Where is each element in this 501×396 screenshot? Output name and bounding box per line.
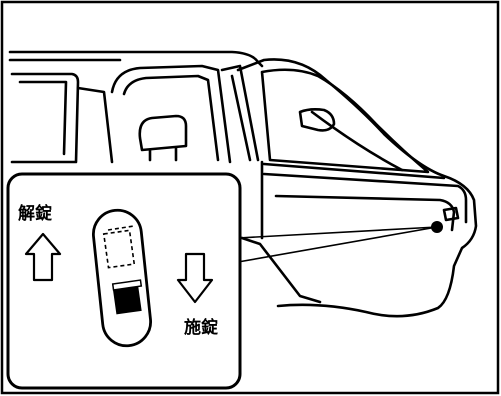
unlock-label: 解錠 [18, 203, 52, 224]
switch-ghost-position [102, 229, 136, 269]
door-trim-line [310, 110, 404, 172]
rear-door-window-frame [110, 64, 232, 164]
switch-slot [92, 208, 152, 348]
c-pillar [76, 86, 114, 164]
switch-ghost-edge [107, 225, 135, 231]
child-lock-switch-icon [92, 208, 152, 348]
callout-line-top [237, 226, 438, 239]
rear-window-inner [18, 80, 68, 156]
b-pillar-inner [230, 74, 252, 162]
car-rear-body [240, 236, 322, 304]
door-bottom-edge [274, 194, 456, 232]
lock-label: 施錠 [184, 317, 218, 338]
arrow-up-outline-icon [24, 232, 62, 282]
door-inner-edge [262, 172, 468, 224]
arrow-down-outline-icon [176, 252, 214, 304]
rear-window [10, 72, 80, 164]
open-door-outline [236, 58, 478, 318]
open-door-window [260, 68, 430, 174]
b-pillar [220, 64, 260, 162]
rear-door-window-inner [122, 74, 220, 162]
inset-callout: 解錠 施錠 [6, 172, 242, 390]
switch-knob-top [111, 279, 143, 291]
seat-headrest [138, 114, 188, 152]
car-illustration [8, 50, 478, 318]
door-beltline [262, 162, 446, 180]
callout-lines [237, 226, 438, 263]
door-latch [442, 206, 460, 222]
seat-headrest-posts [148, 146, 178, 162]
door-mirror [298, 108, 336, 132]
callout-line-bottom [237, 226, 438, 263]
